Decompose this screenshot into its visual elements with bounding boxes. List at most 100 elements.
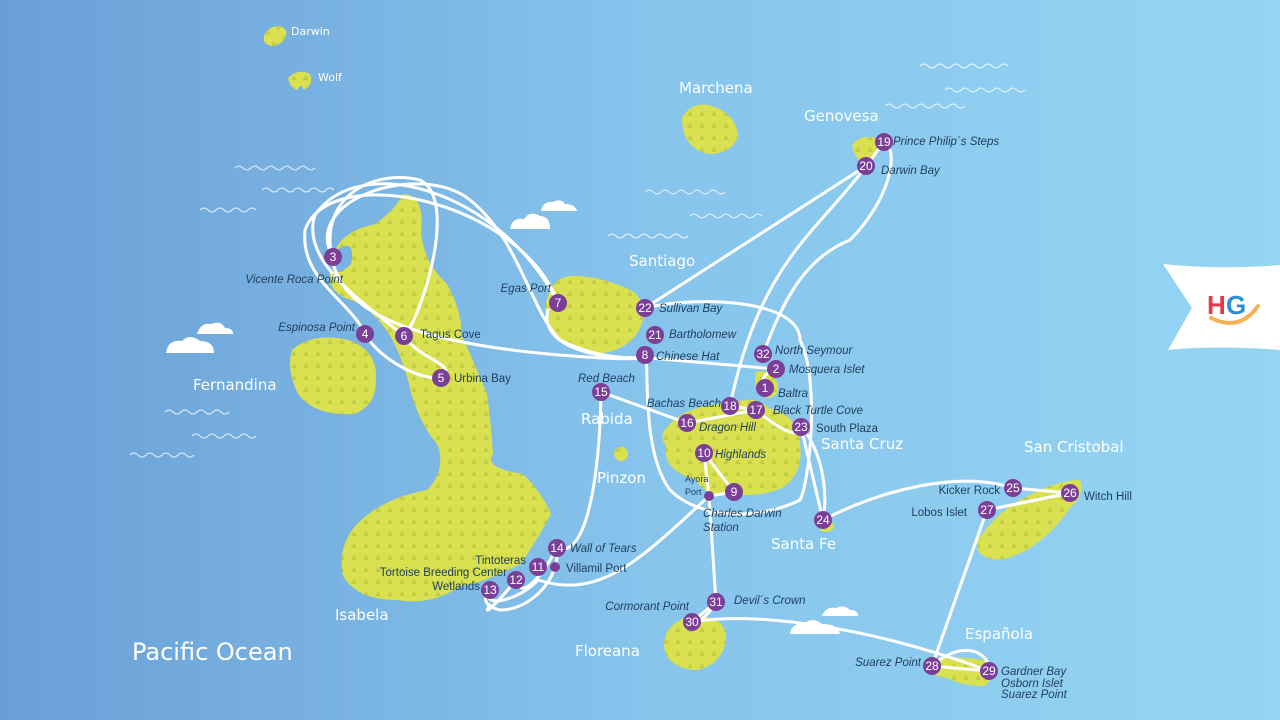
waves [129, 63, 1026, 458]
island-name: Genovesa [804, 107, 879, 125]
ocean-name: Pacific Ocean [132, 638, 293, 666]
hg-logo-flag: H G [1163, 264, 1280, 350]
island-name: Española [965, 625, 1033, 643]
stop-marker[interactable]: 2 [767, 360, 785, 378]
island-name: Santa Cruz [821, 435, 903, 453]
svg-text:9: 9 [731, 485, 738, 499]
site-label: Dragon Hill [699, 422, 756, 434]
svg-text:20: 20 [859, 159, 873, 173]
site-label: Gardner Bay [1001, 666, 1067, 678]
site-label: Black Turtle Cove [773, 405, 863, 417]
site-label: Bachas Beach [647, 398, 721, 410]
site-label: Devil´s Crown [734, 595, 806, 607]
stop-marker[interactable]: 10 [695, 444, 713, 462]
stop-marker[interactable]: 26 [1061, 484, 1079, 502]
site-label: Cormorant Point [605, 601, 690, 613]
clouds [166, 200, 858, 634]
svg-text:22: 22 [638, 301, 652, 315]
island-name: Pinzon [597, 469, 646, 487]
stop-marker[interactable]: 11 [529, 558, 547, 576]
svg-text:12: 12 [509, 573, 523, 587]
island-name: Wolf [318, 71, 343, 84]
site-label: South Plaza [816, 423, 879, 435]
svg-text:26: 26 [1063, 486, 1077, 500]
island-name: Rabida [581, 410, 633, 428]
stop-marker[interactable]: 5 [432, 369, 450, 387]
site-label: Vicente Roca Point [245, 274, 343, 286]
stop-marker[interactable]: 20 [857, 157, 875, 175]
stop-marker[interactable]: 30 [683, 613, 701, 631]
svg-text:27: 27 [980, 503, 994, 517]
site-label: Charles Darwin [703, 508, 782, 520]
island-name: Santiago [629, 252, 695, 270]
stop-marker[interactable]: 9 [725, 483, 743, 501]
stop-marker[interactable]: 6 [395, 327, 413, 345]
site-label: Osborn Islet [1001, 678, 1064, 690]
svg-text:1: 1 [762, 381, 769, 395]
svg-text:13: 13 [483, 583, 497, 597]
stop-marker[interactable]: 13 [481, 581, 499, 599]
stop-marker[interactable]: 15 [592, 383, 610, 401]
site-label: Ayora [685, 474, 708, 484]
svg-text:16: 16 [680, 416, 694, 430]
svg-text:19: 19 [877, 135, 891, 149]
site-label: Tagus Cove [420, 329, 481, 341]
svg-text:30: 30 [685, 615, 699, 629]
svg-text:25: 25 [1006, 481, 1020, 495]
stop-marker[interactable]: 27 [978, 501, 996, 519]
svg-text:2: 2 [773, 362, 780, 376]
stop-marker[interactable]: 24 [814, 511, 832, 529]
island-name: Isabela [335, 606, 389, 624]
stop-marker[interactable]: 12 [507, 571, 525, 589]
stop-marker[interactable]: 23 [792, 418, 810, 436]
svg-text:24: 24 [816, 513, 830, 527]
site-label: Bartholomew [669, 329, 737, 341]
site-label: Red Beach [578, 373, 635, 385]
svg-text:14: 14 [550, 541, 564, 555]
stop-marker[interactable]: 31 [707, 593, 725, 611]
stop-marker[interactable]: 17 [747, 401, 765, 419]
island-name: Santa Fe [771, 535, 836, 553]
stop-marker[interactable]: 1 [756, 379, 774, 397]
site-label: Mosquera Islet [789, 364, 865, 376]
stop-marker[interactable]: 25 [1004, 479, 1022, 497]
svg-text:32: 32 [756, 347, 770, 361]
site-label: Chinese Hat [656, 351, 720, 363]
stop-marker[interactable]: 21 [646, 326, 664, 344]
site-label: Kicker Rock [939, 485, 1001, 497]
logo-smile [1209, 304, 1260, 325]
stop-marker[interactable]: 16 [678, 414, 696, 432]
svg-text:11: 11 [532, 560, 545, 574]
stop-marker[interactable]: 18 [721, 397, 739, 415]
site-label: Highlands [715, 449, 766, 461]
stop-marker[interactable]: 22 [636, 299, 654, 317]
svg-text:10: 10 [697, 446, 711, 460]
stop-marker[interactable]: 19 [875, 133, 893, 151]
port-dot [550, 562, 560, 572]
site-label: Prince Philip´s Steps [893, 136, 999, 148]
svg-text:23: 23 [794, 420, 808, 434]
svg-text:7: 7 [555, 296, 562, 310]
stop-marker[interactable]: 32 [754, 345, 772, 363]
site-label: Urbina Bay [454, 373, 511, 385]
stop-marker[interactable]: 28 [923, 657, 941, 675]
island-name: Darwin [291, 25, 330, 38]
svg-text:6: 6 [401, 329, 408, 343]
island-name: San Cristobal [1024, 438, 1124, 456]
tour-stops: 3 4 6 5 7 22 21 8 15 32 2 1 18 17 16 23 … [324, 133, 1079, 680]
stop-marker[interactable]: 4 [356, 325, 374, 343]
island-name: Floreana [575, 642, 640, 660]
stop-marker[interactable]: 29 [980, 662, 998, 680]
site-label: Station [703, 522, 739, 534]
site-label: Suarez Point [855, 657, 922, 669]
svg-text:8: 8 [642, 348, 649, 362]
islands [263, 26, 1082, 686]
svg-text:18: 18 [723, 399, 737, 413]
svg-text:5: 5 [438, 371, 445, 385]
stop-marker[interactable]: 14 [548, 539, 566, 557]
stop-marker[interactable]: 3 [324, 248, 342, 266]
stop-marker[interactable]: 7 [549, 294, 567, 312]
stop-marker[interactable]: 8 [636, 346, 654, 364]
site-label: Egas Port [501, 283, 552, 295]
logo-g: G [1226, 290, 1246, 320]
